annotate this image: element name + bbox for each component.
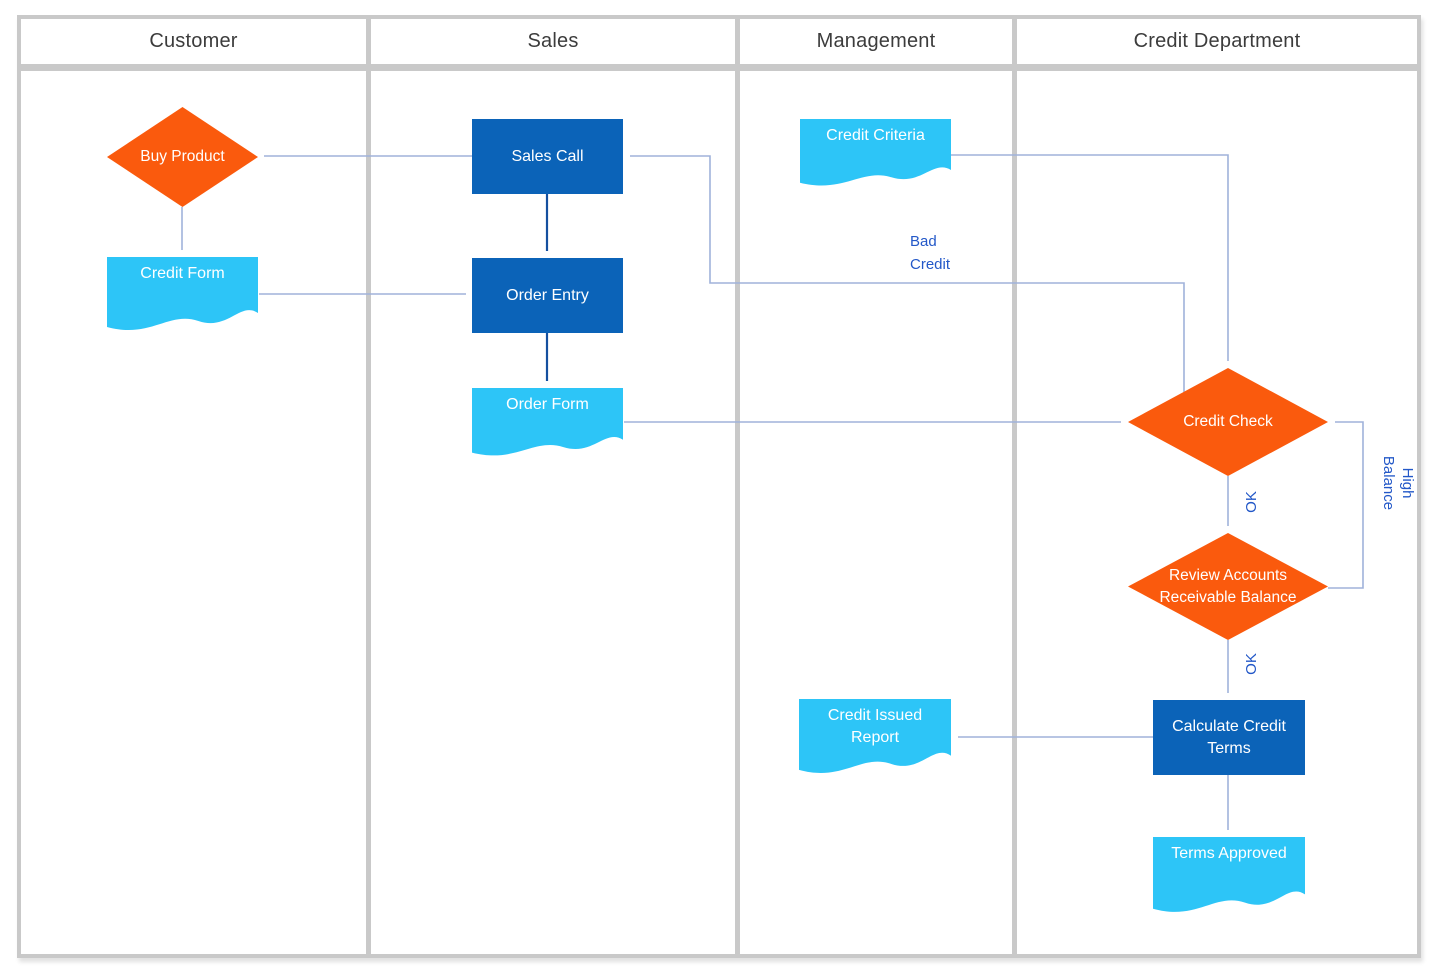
node-credit-issued-line2: Report [850,729,900,746]
lane-body-credit-department [1017,71,1417,954]
node-review-line1: Review Accounts [1168,566,1287,584]
node-calculate-credit-terms[interactable]: Calculate Credit Terms [1153,700,1305,775]
lane-body-sales [371,71,735,954]
node-calc-terms-line2: Terms [1207,739,1251,757]
node-credit-issued-label: Credit Issued Report [799,699,951,749]
document-shape [800,119,951,186]
edge-label-bad-credit-line1: Bad [910,233,937,250]
edge-review-to-credit-check-high-balance [1328,421,1364,589]
edge-label-bad-credit: Bad Credit [910,230,950,276]
lane-header-sales-label: Sales [527,30,579,52]
lane-body-customer [21,71,366,954]
node-sales-call-label: Sales Call [511,147,584,165]
lane-body-management [740,71,1012,954]
node-credit-issued-line1: Credit Issued [827,707,923,724]
edge-label-high-balance-line1: High [1399,467,1416,499]
node-order-entry-label: Order Entry [506,286,589,304]
lane-header-customer: Customer [21,19,366,64]
node-credit-form-label: Credit Form [140,265,225,282]
lane-header-credit-department-label: Credit Department [1133,30,1301,52]
node-review-line2: Receivable Balance [1159,588,1297,606]
edge-label-ok-review: OK [1243,653,1260,675]
edge-credit-check-to-sales-call-bad-credit [630,155,1185,392]
lane-header-customer-label: Customer [149,30,238,52]
document-shape [1153,837,1305,912]
lane-header-sales: Sales [371,19,735,64]
lane-header-management: Management [740,19,1012,64]
lane-header-management-label: Management [816,30,936,52]
edge-label-high-balance: High Balance [1379,453,1417,513]
swimlane-board: Customer Sales Management Credit Departm… [17,15,1421,958]
node-terms-approved[interactable]: Terms Approved [1153,837,1305,917]
edge-label-bad-credit-line2: Credit [910,256,951,273]
node-credit-criteria[interactable]: Credit Criteria [800,119,951,190]
node-calc-terms-line1: Calculate Credit [1172,717,1286,735]
node-credit-check-label: Credit Check [1183,413,1273,430]
edge-credit-criteria-to-credit-check [951,154,1229,361]
edge-label-high-balance-line2: Balance [1380,455,1397,511]
node-review-label: Review Accounts Receivable Balance [1159,565,1296,609]
node-credit-criteria-label: Credit Criteria [826,127,925,144]
node-order-entry[interactable]: Order Entry [472,258,623,333]
node-credit-form[interactable]: Credit Form [107,257,258,335]
edge-label-ok-credit-check: OK [1243,491,1260,513]
node-buy-product-label: Buy Product [140,148,225,165]
node-order-form[interactable]: Order Form [472,388,623,460]
node-calc-terms-label: Calculate Credit Terms [1172,716,1286,760]
node-sales-call[interactable]: Sales Call [472,119,623,194]
document-shape [107,257,258,331]
node-terms-approved-label: Terms Approved [1171,845,1287,862]
node-credit-issued-report[interactable]: Credit Issued Report [799,699,951,778]
document-shape [472,388,623,456]
node-order-form-label: Order Form [506,396,589,413]
lane-header-credit-department: Credit Department [1017,19,1417,64]
document-shape [799,699,951,773]
